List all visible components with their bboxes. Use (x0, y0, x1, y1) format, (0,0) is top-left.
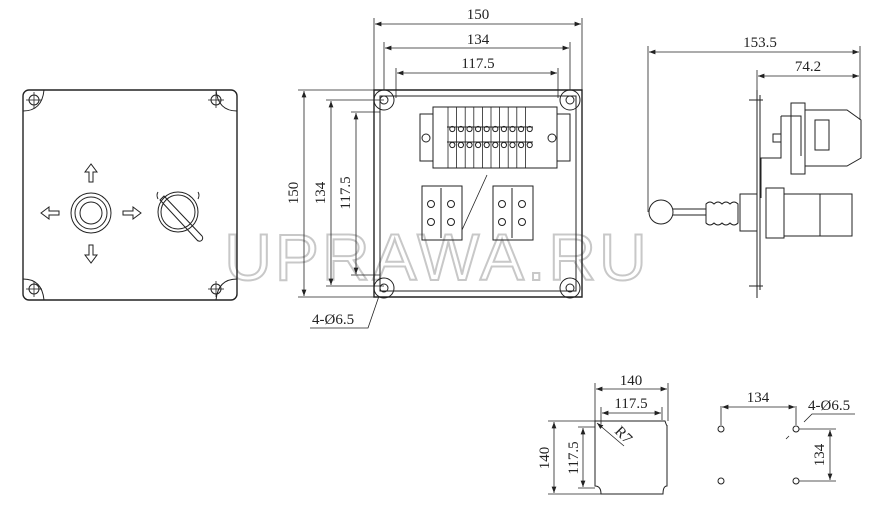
front-view (22, 89, 238, 301)
dim-width-overall: 150 (467, 7, 490, 23)
terminal-screw-icon (457, 141, 464, 149)
arrow-down-icon (84, 244, 98, 264)
screw-icon (25, 91, 43, 109)
watermark: UPRAWA.RU (224, 220, 649, 294)
panel-cutout (594, 420, 668, 495)
terminal-screw-icon (475, 141, 482, 149)
dim-width-inner: 117.5 (461, 56, 494, 72)
holes-dim-horizontal: 134 (747, 390, 770, 406)
joystick-button-icon (70, 192, 112, 234)
terminal-screw-icon (449, 125, 456, 133)
terminal-screw-icon (492, 125, 499, 133)
screw-icon (25, 280, 43, 298)
dim-rear-depth: 74.2 (795, 59, 821, 75)
cutout-dim-inner-height: 117.5 (566, 441, 582, 474)
cutout-dim-height: 140 (537, 447, 553, 470)
hole-icon (792, 477, 800, 485)
hole-icon (717, 425, 725, 433)
mounting-holes-view: 134 134 4-Ø6.5 (717, 390, 855, 485)
holes-label: 4-Ø6.5 (808, 398, 850, 414)
radius-label: R7 (611, 424, 635, 448)
dim-height-overall: 150 (286, 182, 302, 205)
dim-width-holes: 134 (467, 32, 490, 48)
cutout-dim-width: 140 (620, 373, 643, 389)
holes-label: 4-Ø6.5 (312, 312, 354, 328)
terminal-screw-icon (492, 141, 499, 149)
enclosure-front (22, 89, 238, 301)
screw-icon (207, 280, 225, 298)
terminal-screw-icon (526, 125, 533, 133)
terminal-screw-icon (483, 125, 490, 133)
terminal-screw-icon (457, 125, 464, 133)
arrow-left-icon (40, 206, 60, 220)
arrow-up-icon (84, 163, 98, 183)
terminal-screw-icon (500, 125, 507, 133)
terminal-block (419, 106, 571, 169)
terminal-screw-icon (518, 125, 525, 133)
joystick-lever (648, 187, 853, 239)
dim-total-depth: 153.5 (743, 35, 777, 51)
relay-side (760, 102, 862, 198)
arrow-right-icon (122, 206, 142, 220)
terminal-screw-icon (475, 125, 482, 133)
cutout-view: 140 117.5 140 117.5 R7 (537, 373, 669, 495)
relay (421, 185, 463, 241)
terminal-view: 150 134 117.5 150 134 117.5 4-Ø6.5 (286, 7, 583, 329)
terminal-screw-icon (518, 141, 525, 149)
hole-icon (792, 425, 800, 433)
relay (492, 185, 534, 241)
enclosure-outline (373, 89, 583, 298)
terminal-screw-icon (509, 125, 516, 133)
dim-height-inner: 117.5 (338, 176, 354, 209)
side-view: 153.5 74.2 (647, 35, 862, 298)
terminal-screw-icon (526, 141, 533, 149)
holes-dim-vertical: 134 (812, 443, 828, 466)
terminal-screw-icon (466, 125, 473, 133)
terminal-screw-icon (466, 141, 473, 149)
terminal-screw-icon (500, 141, 507, 149)
terminal-screw-icon (483, 141, 490, 149)
cutout-dim-inner-width: 117.5 (614, 396, 647, 412)
terminal-screw-icon (449, 141, 456, 149)
terminal-screw-icon (509, 141, 516, 149)
selector-switch-icon (156, 191, 204, 242)
hole-icon (717, 477, 725, 485)
dim-height-holes: 134 (313, 181, 329, 204)
